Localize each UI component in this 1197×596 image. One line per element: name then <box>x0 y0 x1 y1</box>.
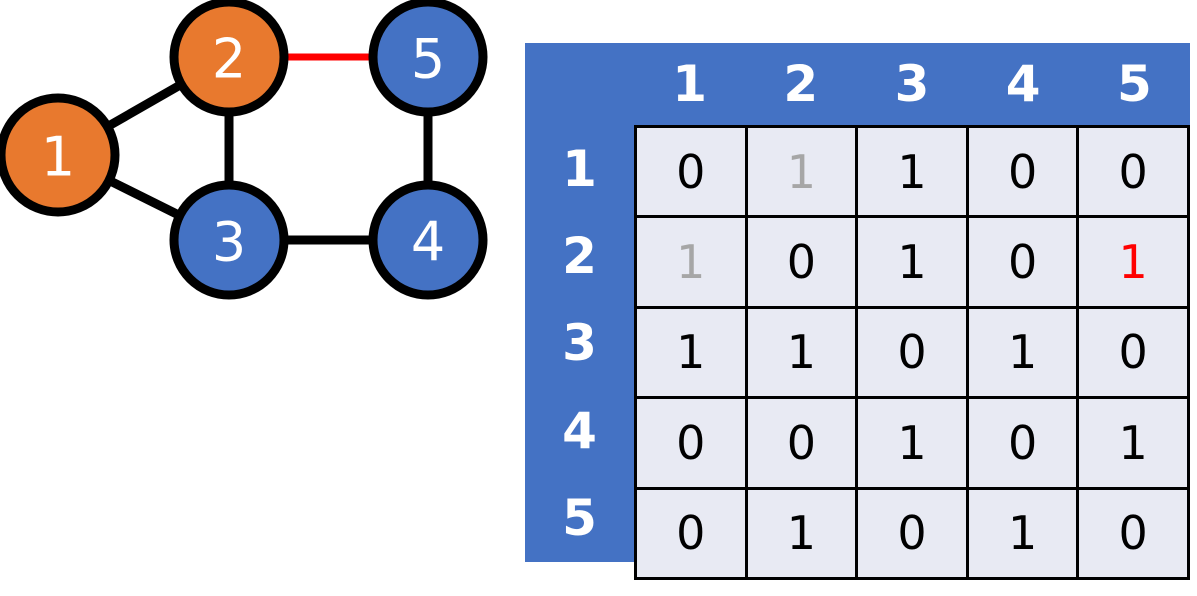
graph-node-3[interactable]: 3 <box>169 180 289 300</box>
graph-edge-1-2[interactable] <box>103 79 186 132</box>
graph-node-4[interactable]: 4 <box>368 180 488 300</box>
graph-node-label-4: 4 <box>411 211 445 274</box>
graph-node-circle-1[interactable] <box>0 93 120 217</box>
graph-node-label-1: 1 <box>41 126 75 189</box>
matrix-cell-5-4[interactable]: 1 <box>965 486 1080 580</box>
matrix-row-header-3: 3 <box>562 314 597 373</box>
matrix-cell-1-5[interactable]: 0 <box>1076 124 1190 219</box>
graph-nodes-group: 1 2 3 4 5 <box>0 0 488 300</box>
graph-node-label-2: 2 <box>212 28 246 91</box>
matrix-row-header-5: 5 <box>562 489 597 548</box>
graph-node-label-3: 3 <box>212 211 246 274</box>
matrix-col-header-2: 2 <box>783 55 819 113</box>
matrix-cell-2-4[interactable]: 0 <box>965 215 1080 309</box>
matrix-row-header-4: 4 <box>562 401 597 460</box>
matrix-col-header-3: 3 <box>894 55 930 113</box>
matrix-cell-3-4[interactable]: 1 <box>965 305 1080 400</box>
matrix-cell-4-3[interactable]: 1 <box>855 396 969 490</box>
matrix-cell-5-3[interactable]: 0 <box>855 486 969 580</box>
matrix-cell-2-5[interactable]: 1 <box>1076 215 1190 309</box>
matrix-column-headers: 1 2 3 4 5 <box>634 43 1190 125</box>
graph-node-label-5: 5 <box>411 28 445 91</box>
matrix-cell-2-3[interactable]: 1 <box>855 215 969 309</box>
graph-node-circle-5[interactable] <box>368 0 488 117</box>
matrix-cell-1-3[interactable]: 1 <box>855 124 969 219</box>
matrix-cell-2-1[interactable]: 1 <box>634 215 748 309</box>
matrix-cell-1-4[interactable]: 0 <box>965 124 1080 219</box>
graph-panel: 1 2 3 4 5 <box>0 0 510 330</box>
matrix-cell-3-1[interactable]: 1 <box>634 305 748 400</box>
matrix-row-header-2: 2 <box>562 227 597 286</box>
matrix-col-header-5: 5 <box>1116 55 1152 113</box>
matrix-cell-1-1[interactable]: 0 <box>634 124 748 219</box>
graph-node-1[interactable]: 1 <box>0 93 120 217</box>
matrix-cell-3-2[interactable]: 1 <box>744 305 859 400</box>
graph-svg: 1 2 3 4 5 <box>0 0 488 300</box>
matrix-cell-3-3[interactable]: 0 <box>855 305 969 400</box>
graph-edge-1-3[interactable] <box>105 175 184 221</box>
graph-node-5[interactable]: 5 <box>368 0 488 117</box>
matrix-cell-3-5[interactable]: 0 <box>1076 305 1190 400</box>
matrix-cell-4-5[interactable]: 1 <box>1076 396 1190 490</box>
matrix-cell-5-5[interactable]: 0 <box>1076 486 1190 580</box>
graph-node-circle-2[interactable] <box>169 0 289 117</box>
matrix-row-headers: 1 2 3 4 5 <box>525 125 634 562</box>
matrix-cell-4-1[interactable]: 0 <box>634 396 748 490</box>
matrix-col-header-1: 1 <box>672 55 707 113</box>
matrix-cell-2-2[interactable]: 0 <box>744 215 859 309</box>
matrix-cell-4-4[interactable]: 0 <box>965 396 1080 490</box>
matrix-col-header-4: 4 <box>1005 55 1041 113</box>
matrix-cell-1-2[interactable]: 1 <box>744 124 859 219</box>
graph-node-circle-4[interactable] <box>368 180 488 300</box>
matrix-cell-5-2[interactable]: 1 <box>744 486 859 580</box>
matrix-cell-4-2[interactable]: 0 <box>744 396 859 490</box>
matrix-row-header-1: 1 <box>562 139 597 198</box>
graph-node-circle-3[interactable] <box>169 180 289 300</box>
graph-edges-group <box>103 53 433 245</box>
graph-node-2[interactable]: 2 <box>169 0 289 117</box>
matrix-cell-5-1[interactable]: 0 <box>634 486 748 580</box>
